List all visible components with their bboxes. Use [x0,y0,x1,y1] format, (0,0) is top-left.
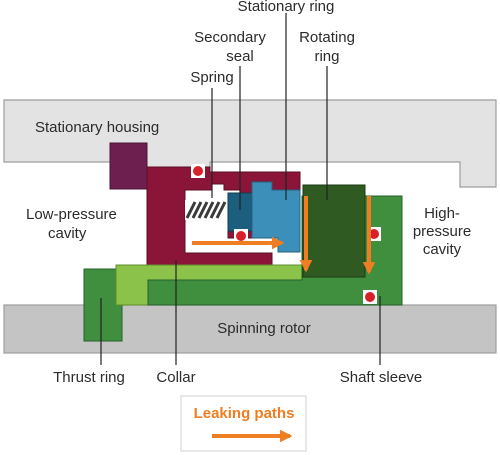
marker-sleeve-dot [369,229,379,239]
marker-rotor-dot [365,292,375,302]
label-thrust-ring: Thrust ring [53,369,125,386]
rotating-ring-shape [302,184,366,278]
label-spinning-rotor: Spinning rotor [217,320,310,337]
label-rotating-ring-2: ring [314,48,339,65]
label-shaft-sleeve: Shaft sleeve [340,369,423,386]
label-stationary-housing: Stationary housing [35,119,159,136]
label-low-pressure-1: Low-pressure [26,206,117,223]
stationary-housing-shape [3,99,497,188]
stationary-ring-shape [251,181,301,253]
spring-shape [185,200,227,220]
label-collar: Collar [156,369,195,386]
legend-label: Leaking paths [194,405,295,422]
marker-housing-dot [193,166,203,176]
marker-collar-dot [236,231,246,241]
label-secondary-seal-2: seal [226,48,254,65]
label-secondary-seal-1: Secondary [194,29,266,46]
label-stationary-ring: Stationary ring [238,0,335,15]
gland-block [109,142,148,190]
label-low-pressure-2: cavity [48,225,87,242]
legend: Leaking paths [180,395,307,452]
label-spring: Spring [190,69,233,86]
label-high-pressure-3: cavity [423,241,462,258]
label-high-pressure-1: High- [424,205,460,222]
label-high-pressure-2: pressure [413,223,471,240]
label-rotating-ring-1: Rotating [299,29,355,46]
